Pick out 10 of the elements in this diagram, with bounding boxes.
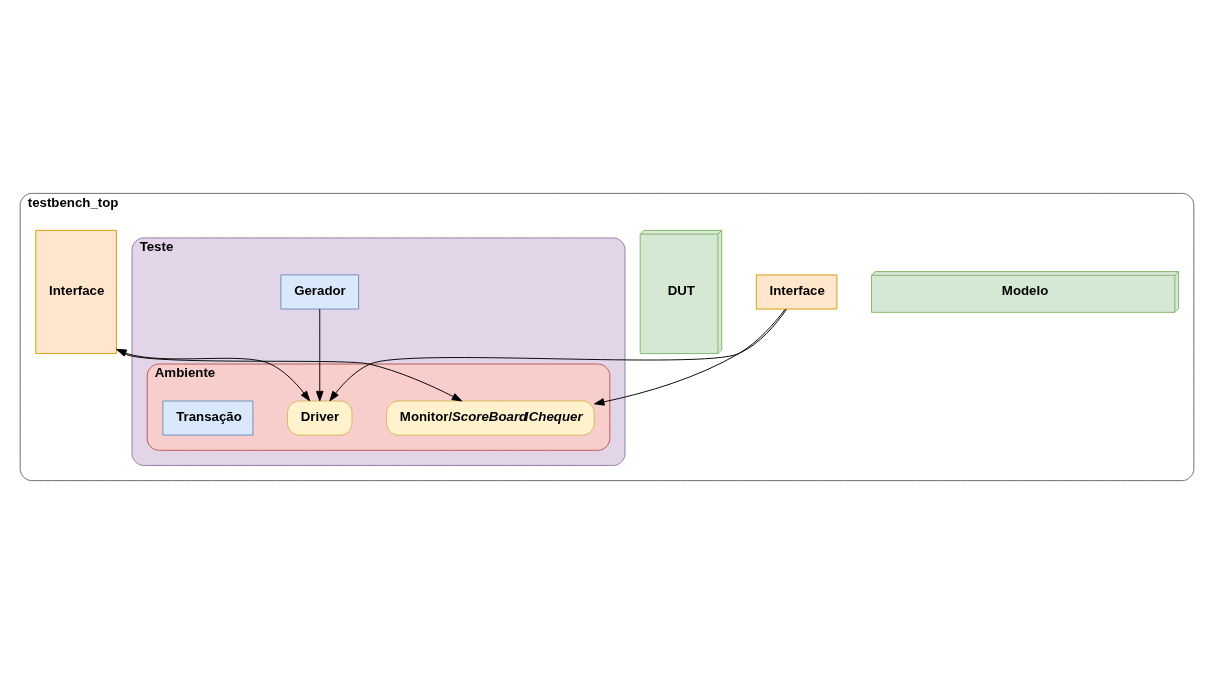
node-box: Driver <box>287 400 353 436</box>
arrow <box>116 348 311 401</box>
node-box: Interface <box>755 273 838 309</box>
arrow <box>594 308 786 406</box>
arrow <box>116 348 463 401</box>
node-box: Interface <box>35 229 117 354</box>
node-box: Gerador <box>280 273 360 309</box>
node-box: Transação <box>162 400 254 436</box>
arrow <box>329 308 787 401</box>
arrow <box>315 308 324 401</box>
